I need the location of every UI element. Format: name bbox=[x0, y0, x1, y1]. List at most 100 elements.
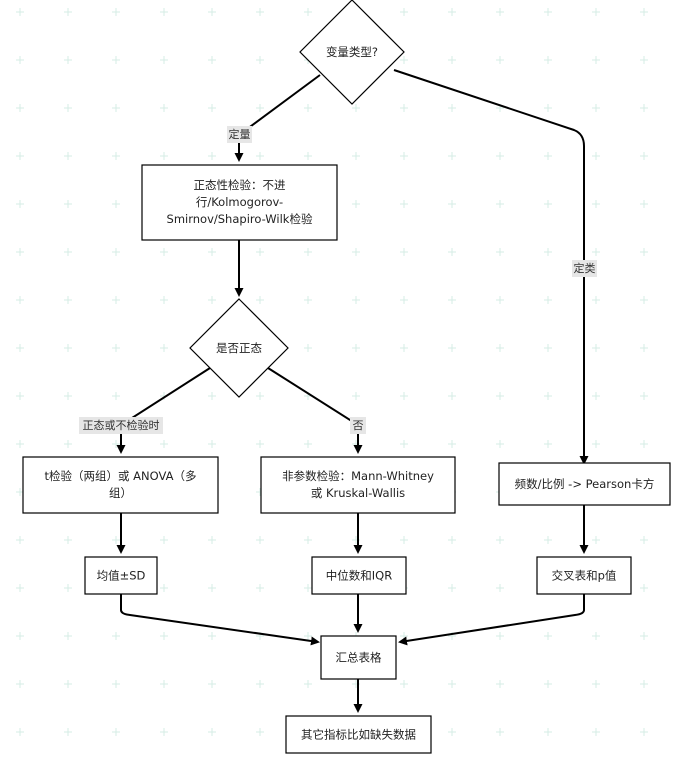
grid-plus-mark bbox=[208, 728, 216, 736]
grid-plus-mark bbox=[496, 680, 504, 688]
grid-plus-mark bbox=[544, 296, 552, 304]
grid-plus-mark bbox=[592, 344, 600, 352]
grid-plus-mark bbox=[160, 296, 168, 304]
grid-plus-mark bbox=[160, 248, 168, 256]
grid-plus-mark bbox=[640, 344, 648, 352]
grid-plus-mark bbox=[352, 296, 360, 304]
grid-plus-mark bbox=[640, 56, 648, 64]
grid-plus-mark bbox=[544, 680, 552, 688]
grid-plus-mark bbox=[64, 536, 72, 544]
grid-plus-mark bbox=[64, 584, 72, 592]
svg-text:均值±SD: 均值±SD bbox=[97, 569, 146, 583]
node-variable-type[interactable]: 变量类型? bbox=[299, 0, 405, 105]
node-mean-sd[interactable]: 均值±SD bbox=[84, 556, 158, 595]
grid-plus-mark bbox=[352, 248, 360, 256]
svg-text:或 Kruskal-Wallis: 或 Kruskal-Wallis bbox=[311, 486, 405, 500]
grid-plus-mark bbox=[448, 728, 456, 736]
grid-plus-mark bbox=[544, 536, 552, 544]
grid-plus-mark bbox=[640, 296, 648, 304]
grid-plus-mark bbox=[496, 344, 504, 352]
grid-plus-mark bbox=[400, 152, 408, 160]
grid-plus-mark bbox=[544, 8, 552, 16]
edge-isnormal-to-nonparam bbox=[267, 367, 363, 454]
grid-plus-mark bbox=[592, 728, 600, 736]
grid-plus-mark bbox=[256, 248, 264, 256]
node-is-normal[interactable]: 是否正态 bbox=[189, 298, 289, 398]
node-nonparametric-test[interactable]: 非参数检验：Mann-Whitney 或 Kruskal-Wallis bbox=[260, 456, 456, 514]
grid-plus-mark bbox=[256, 728, 264, 736]
grid-plus-mark bbox=[16, 584, 24, 592]
grid-plus-mark bbox=[496, 152, 504, 160]
node-crosstab-pvalue[interactable]: 交叉表和p值 bbox=[536, 556, 632, 595]
svg-text:非参数检验：Mann-Whitney: 非参数检验：Mann-Whitney bbox=[282, 469, 434, 483]
svg-text:汇总表格: 汇总表格 bbox=[336, 651, 382, 665]
grid-plus-mark bbox=[160, 104, 168, 112]
grid-plus-mark bbox=[16, 248, 24, 256]
grid-plus-mark bbox=[64, 680, 72, 688]
grid-plus-mark bbox=[64, 728, 72, 736]
grid-plus-mark bbox=[448, 584, 456, 592]
grid-plus-mark bbox=[640, 200, 648, 208]
grid-plus-mark bbox=[592, 680, 600, 688]
node-summary-table[interactable]: 汇总表格 bbox=[320, 635, 397, 680]
grid-plus-mark bbox=[256, 680, 264, 688]
grid-plus-mark bbox=[16, 152, 24, 160]
grid-plus-mark bbox=[304, 152, 312, 160]
grid-plus-mark bbox=[160, 440, 168, 448]
edge-crosstab-to-summary bbox=[398, 594, 585, 646]
grid-plus-mark bbox=[160, 56, 168, 64]
node-other-metrics[interactable]: 其它指标比如缺失数据 bbox=[285, 715, 432, 754]
grid-plus-mark bbox=[256, 296, 264, 304]
node-frequency-ratio[interactable]: 频数/比例 -> Pearson卡方 bbox=[498, 462, 671, 506]
edge-label-normal-or-untested: 正态或不检验时 bbox=[79, 417, 163, 434]
grid-plus-mark bbox=[640, 248, 648, 256]
grid-plus-mark bbox=[112, 440, 120, 448]
grid-plus-mark bbox=[16, 200, 24, 208]
grid-plus-mark bbox=[592, 536, 600, 544]
grid-plus-mark bbox=[544, 728, 552, 736]
grid-plus-mark bbox=[16, 680, 24, 688]
grid-plus-mark bbox=[448, 440, 456, 448]
grid-plus-mark bbox=[544, 248, 552, 256]
grid-plus-mark bbox=[640, 440, 648, 448]
edge-isnormal-to-ttest bbox=[116, 367, 211, 454]
node-median-iqr[interactable]: 中位数和IQR bbox=[311, 556, 407, 595]
grid-plus-mark bbox=[448, 536, 456, 544]
edge-label-categorical: 定类 bbox=[572, 260, 597, 277]
grid-plus-mark bbox=[400, 296, 408, 304]
grid-plus-mark bbox=[112, 392, 120, 400]
grid-plus-mark bbox=[208, 536, 216, 544]
grid-plus-mark bbox=[112, 296, 120, 304]
node-t-test[interactable]: t检验（两组）或 ANOVA（多 组） bbox=[22, 456, 219, 514]
grid-plus-mark bbox=[304, 8, 312, 16]
grid-plus-mark bbox=[496, 584, 504, 592]
edge-label-quantitative: 定量 bbox=[227, 126, 252, 143]
grid-plus-mark bbox=[544, 440, 552, 448]
grid-plus-mark bbox=[256, 152, 264, 160]
grid-plus-mark bbox=[592, 8, 600, 16]
grid-plus-mark bbox=[400, 344, 408, 352]
svg-text:频数/比例 -> Pearson卡方: 频数/比例 -> Pearson卡方 bbox=[515, 477, 655, 491]
grid-plus-mark bbox=[496, 536, 504, 544]
svg-text:t检验（两组）或 ANOVA（多: t检验（两组）或 ANOVA（多 bbox=[45, 469, 197, 483]
grid-plus-mark bbox=[400, 56, 408, 64]
grid-plus-mark bbox=[160, 632, 168, 640]
node-normality-test[interactable]: 正态性检验：不进 行/Kolmogorov- Smirnov/Shapiro-W… bbox=[141, 164, 338, 241]
grid-plus-mark bbox=[112, 8, 120, 16]
grid-plus-mark bbox=[496, 728, 504, 736]
grid-plus-mark bbox=[112, 680, 120, 688]
svg-text:行/Kolmogorov-: 行/Kolmogorov- bbox=[196, 195, 283, 209]
grid-plus-mark bbox=[400, 8, 408, 16]
grid-plus-mark bbox=[64, 392, 72, 400]
grid-plus-mark bbox=[112, 632, 120, 640]
grid-plus-mark bbox=[208, 8, 216, 16]
grid-plus-mark bbox=[304, 440, 312, 448]
grid-plus-mark bbox=[160, 584, 168, 592]
grid-plus-mark bbox=[352, 392, 360, 400]
grid-plus-mark bbox=[592, 296, 600, 304]
grid-plus-mark bbox=[640, 104, 648, 112]
grid-plus-mark bbox=[496, 392, 504, 400]
grid-plus-mark bbox=[400, 248, 408, 256]
grid-plus-mark bbox=[160, 536, 168, 544]
grid-plus-mark bbox=[256, 584, 264, 592]
